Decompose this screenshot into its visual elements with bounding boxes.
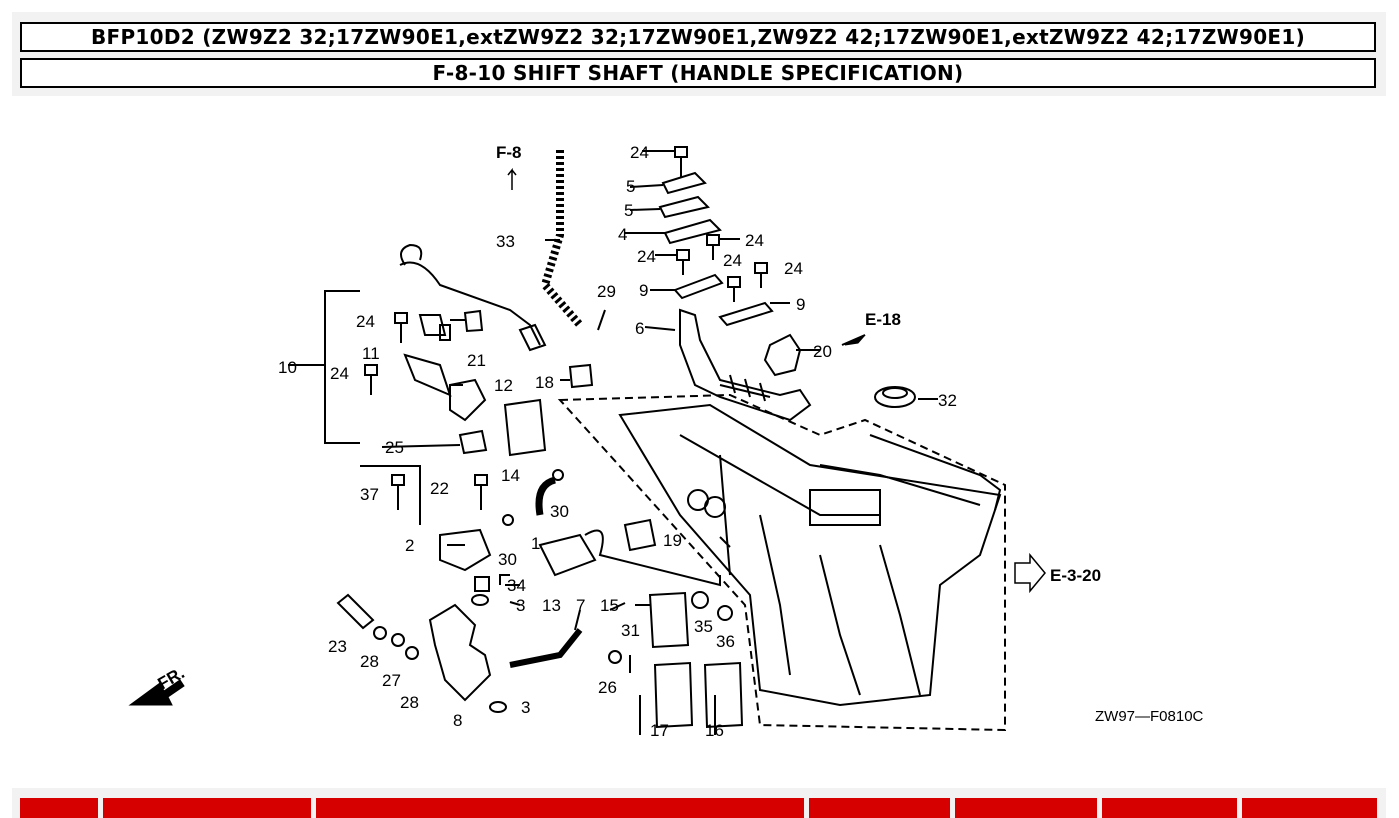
rubber-boot [763, 333, 802, 377]
part-18: 18 [535, 373, 554, 392]
part-1: 1 [531, 534, 540, 553]
lower-case-outline [557, 393, 1006, 732]
parts-diagram: F-8 E-18 E-3-20 FR. ZW97—F0810C 1 2 3 3 … [128, 143, 1204, 740]
part-14: 14 [501, 466, 520, 485]
part-15: 15 [600, 596, 619, 615]
part-23: 23 [328, 637, 347, 656]
footer-tab-7[interactable] [1242, 798, 1377, 818]
part-24d: 24 [723, 251, 742, 270]
part-19: 19 [663, 531, 682, 550]
part-10: 10 [278, 358, 297, 377]
part-8: 8 [453, 711, 462, 730]
part-24e: 24 [784, 259, 803, 278]
header-band: BFP10D2 (ZW9Z2 32;17ZW90E1,extZW9Z2 32;1… [12, 12, 1386, 96]
drawing-code: ZW97—F0810C [1095, 708, 1204, 725]
part-24g: 24 [330, 364, 349, 383]
part-9a: 9 [639, 281, 648, 300]
part-37: 37 [360, 485, 379, 504]
cover [503, 398, 547, 457]
shift-shaft [679, 308, 812, 422]
ref-e18: E-18 [865, 310, 901, 329]
footer-tab-4[interactable] [809, 798, 950, 818]
part-26: 26 [598, 678, 617, 697]
part-24c: 24 [637, 247, 656, 266]
part-13: 13 [542, 596, 561, 615]
part-22: 22 [430, 479, 449, 498]
part-32: 32 [938, 391, 957, 410]
footer-tab-5[interactable] [955, 798, 1097, 818]
shift-handle [428, 603, 492, 702]
part-5b: 5 [624, 201, 633, 220]
part-29: 29 [597, 282, 616, 301]
part-5a: 5 [626, 177, 635, 196]
footer-tab-2[interactable] [103, 798, 311, 818]
part-27: 27 [382, 671, 401, 690]
ref-f8: F-8 [496, 143, 522, 162]
part-3b: 3 [521, 698, 530, 717]
part-34: 34 [507, 576, 526, 595]
part-12: 12 [494, 376, 513, 395]
part-3a: 3 [516, 596, 525, 615]
footer-band [12, 788, 1386, 818]
part-24a: 24 [630, 143, 649, 162]
part-36: 36 [716, 632, 735, 651]
model-title: BFP10D2 (ZW9Z2 32;17ZW90E1,extZW9Z2 32;1… [20, 22, 1376, 52]
footer-tab-6[interactable] [1102, 798, 1237, 818]
solenoid [538, 533, 597, 577]
part-31: 31 [621, 621, 640, 640]
part-20: 20 [813, 342, 832, 361]
part-28b: 28 [400, 693, 419, 712]
part-21: 21 [467, 351, 486, 370]
footer-tab-3[interactable] [316, 798, 804, 818]
part-24b: 24 [745, 231, 764, 250]
part-24f: 24 [356, 312, 375, 331]
part-2: 2 [405, 536, 414, 555]
fr-arrow [128, 679, 185, 706]
part-7: 7 [576, 596, 585, 615]
part-11: 11 [362, 344, 380, 363]
wire-harness [399, 261, 541, 346]
part-33: 33 [496, 232, 515, 251]
part-9b: 9 [796, 295, 805, 314]
part-30b: 30 [498, 550, 517, 569]
shift-rod [509, 628, 583, 668]
part-16: 16 [705, 721, 724, 740]
part-30a: 30 [550, 502, 569, 521]
section-title: F-8-10 SHIFT SHAFT (HANDLE SPECIFICATION… [20, 58, 1376, 88]
part-25: 25 [385, 438, 404, 457]
case-body [618, 403, 1002, 707]
ref-e320: E-3-20 [1050, 566, 1101, 585]
part-17: 17 [650, 721, 669, 740]
part-6: 6 [635, 319, 644, 338]
part-35: 35 [694, 617, 713, 636]
part-28a: 28 [360, 652, 379, 671]
part-4: 4 [618, 225, 627, 244]
footer-tab-1[interactable] [20, 798, 98, 818]
hose [540, 150, 584, 328]
